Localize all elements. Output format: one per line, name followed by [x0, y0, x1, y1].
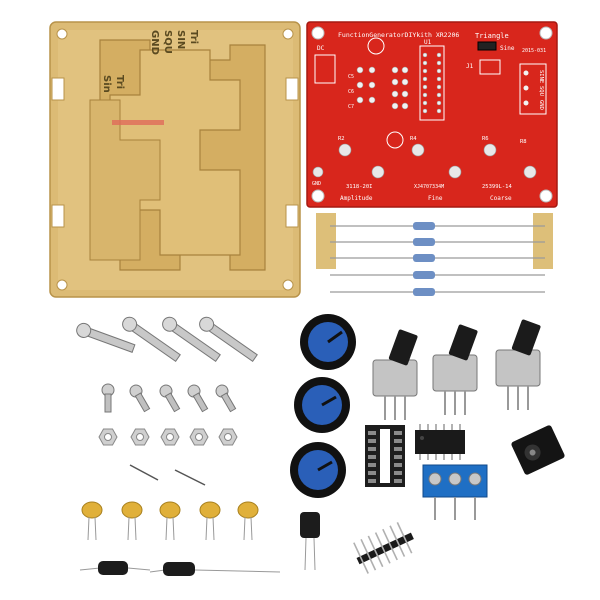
mount-hole: [56, 279, 68, 291]
pcb-label-j1: J1: [466, 63, 474, 70]
pcb-pot-pad: [448, 165, 462, 179]
pcb-label-u1: U1: [424, 39, 432, 46]
pcb-label-pot2: XJ4707334M: [414, 184, 444, 190]
pcb-label-r8: R8: [520, 139, 527, 145]
pcb-label-r2: R2: [338, 136, 345, 142]
hex-nuts: [98, 428, 238, 446]
electrolytic-cap: [98, 561, 128, 575]
pcb-output-header-footprint: [519, 63, 547, 115]
pcb-label-c6: C6: [348, 89, 354, 95]
short-screws: [101, 383, 237, 413]
mount-hole: [282, 28, 294, 40]
resistor: [413, 288, 435, 296]
electrolytic-cap-upright: [300, 512, 320, 538]
jumper-wire: [129, 464, 159, 481]
pcb-pin-sine: SINE: [538, 70, 544, 83]
pcb-label-date: 2015-031: [522, 48, 546, 54]
acrylic-label-squ: SQU: [162, 30, 173, 54]
pcb-pot-pad: [483, 143, 497, 157]
pcb-title: FunctionGeneratorDIYkith XR2206: [338, 31, 459, 39]
pcb-pot-pad: [371, 165, 385, 179]
pcb-cap-footprint: [386, 131, 404, 149]
dc-power-jack: [511, 425, 565, 475]
pcb-pot-pad: [411, 143, 425, 157]
pcb-label-c7: C7: [348, 104, 354, 110]
electrolytic-capacitors: [79, 512, 320, 576]
pin-header: [353, 522, 414, 574]
resistor: [413, 222, 435, 230]
pcb-board: FunctionGeneratorDIYkith XR2206 Triangle…: [306, 21, 558, 208]
pcb-label-r6: R6: [482, 136, 489, 142]
pcb-label-amplitude: Amplitude: [340, 195, 373, 202]
pcb-label-fine: Fine: [428, 195, 443, 202]
pcb-label-dc: DC: [317, 45, 325, 52]
resistor-strip: [316, 213, 553, 296]
resistor: [413, 254, 435, 262]
mount-hole: [56, 28, 68, 40]
acrylic-label-sin-2: Sin: [101, 75, 112, 93]
pcb-pot-pad: [523, 165, 537, 179]
jumper-wire: [174, 469, 206, 486]
acrylic-label-tri: Tri: [188, 30, 199, 44]
pcb-pin-squ: SQU: [538, 86, 544, 96]
ceramic-capacitors: [81, 501, 259, 541]
mount-hole: [282, 279, 294, 291]
tape-left: [316, 213, 336, 269]
electrolytic-cap: [163, 562, 195, 576]
pcb-pot-pad: [312, 166, 324, 178]
acrylic-label-sin: SIN: [175, 30, 186, 49]
pcb-label-pot1: 3118-20I: [346, 184, 373, 190]
pcb-label-gnd: GND: [312, 181, 321, 187]
pcb-label-r4: R4: [410, 136, 417, 142]
pcb-ic-socket-footprint: [419, 45, 445, 121]
potentiometers: [372, 319, 541, 420]
pcb-label-triangle: Triangle: [475, 32, 509, 40]
pcb-label-pot3: 25399L-14: [482, 184, 512, 190]
long-screws: [76, 316, 258, 363]
ic-chip: [415, 424, 465, 460]
resistor: [413, 238, 435, 246]
pcb-pin-gnd: GND: [538, 100, 544, 110]
ic-socket-16pin: [365, 425, 405, 487]
pcb-label-c5: C5: [348, 74, 354, 80]
tape-right: [533, 213, 553, 269]
acrylic-label-gnd: GND: [149, 30, 160, 55]
pcb-label-coarse: Coarse: [490, 195, 512, 202]
knobs: [290, 314, 356, 498]
screw-terminal-block: [422, 464, 488, 520]
pcb-dc-footprint: [314, 54, 336, 84]
acrylic-case: GND SQU SIN Tri Tri Sin: [49, 21, 301, 298]
pcb-pot-pad: [338, 143, 352, 157]
pcb-cap-footprint: [367, 37, 385, 55]
resistor: [413, 271, 435, 279]
acrylic-label-tri-2: Tri: [114, 75, 125, 89]
pcb-label-sine: Sine: [500, 45, 515, 52]
